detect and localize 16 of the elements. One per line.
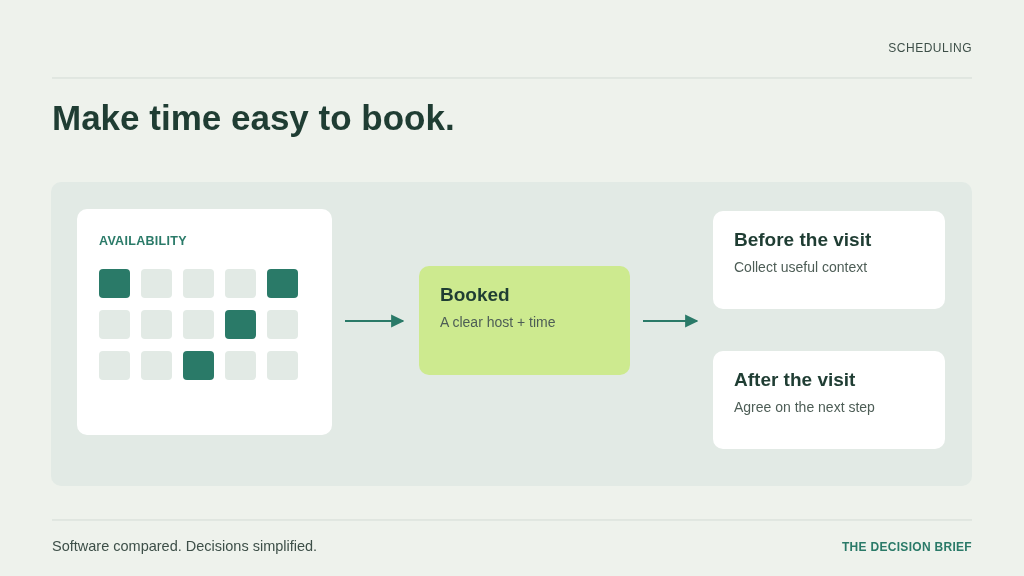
step-card <box>713 351 945 449</box>
arrow <box>345 314 405 328</box>
card-description: Agree on the next step <box>734 399 875 415</box>
card-description: A clear host + time <box>440 314 556 330</box>
title: Make time easy to book. <box>52 98 455 138</box>
step-card <box>713 211 945 309</box>
step-card <box>419 266 630 375</box>
tagline: Software compared. Decisions simplified. <box>52 538 318 554</box>
card-heading: Before the visit <box>734 229 872 251</box>
footer-label: THE DECISION BRIEF <box>841 540 972 554</box>
card-heading: AVAILABILITY <box>99 234 187 248</box>
section-label: SCHEDULING <box>888 41 972 55</box>
card-description: Collect useful context <box>734 259 868 275</box>
arrow <box>643 314 699 328</box>
card-heading: After the visit <box>734 369 856 391</box>
card-heading: Booked <box>440 284 510 306</box>
